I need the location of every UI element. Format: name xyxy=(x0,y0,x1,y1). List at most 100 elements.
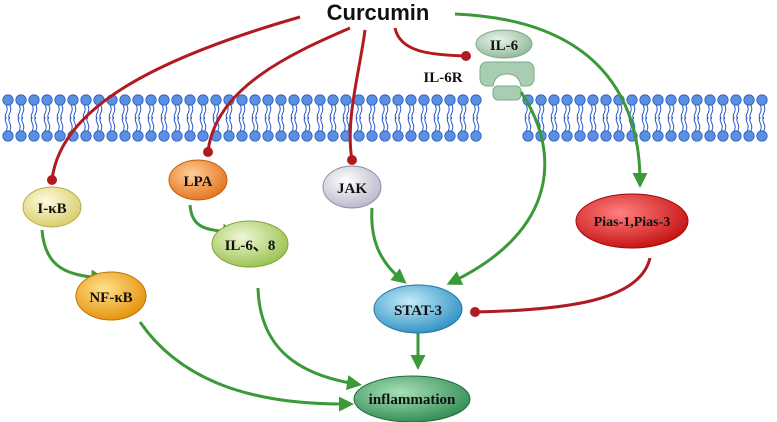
membrane-head xyxy=(457,130,469,142)
membrane-tail xyxy=(47,104,51,120)
membrane-head xyxy=(405,130,417,142)
pathway-edges xyxy=(40,12,652,412)
membrane-tail xyxy=(667,116,671,132)
membrane-tail xyxy=(680,116,684,132)
membrane-head xyxy=(158,94,170,106)
membrane-head xyxy=(470,130,482,142)
membrane-head xyxy=(444,130,456,142)
membrane-tail xyxy=(121,116,125,132)
membrane-head xyxy=(574,94,586,106)
membrane-head xyxy=(470,94,482,106)
membrane-tail xyxy=(606,116,610,132)
membrane-head xyxy=(535,94,547,106)
membrane-tail xyxy=(212,104,216,120)
membrane-tail xyxy=(671,116,675,132)
membrane-tail xyxy=(359,104,363,120)
membrane-head xyxy=(587,94,599,106)
membrane-tail xyxy=(619,104,623,120)
membrane-tail xyxy=(307,116,311,132)
membrane-tail xyxy=(723,116,727,132)
membrane-tail xyxy=(606,104,610,120)
edge-curcumin-to-jak xyxy=(348,29,367,161)
membrane-head xyxy=(561,94,573,106)
membrane-head xyxy=(418,94,430,106)
membrane-tail xyxy=(407,104,411,120)
membrane-head xyxy=(119,94,131,106)
membrane-head xyxy=(28,94,40,106)
membrane-tail xyxy=(177,116,181,132)
membrane-head xyxy=(691,130,703,142)
membrane-tail xyxy=(394,116,398,132)
membrane-head xyxy=(548,94,560,106)
membrane-tail xyxy=(745,104,749,120)
membrane-head xyxy=(366,130,378,142)
membrane-head xyxy=(197,130,209,142)
membrane-tail xyxy=(125,104,129,120)
membrane-head xyxy=(145,94,157,106)
membrane-tail xyxy=(658,104,662,120)
membrane-tail xyxy=(576,104,580,120)
node-jak: JAK xyxy=(322,165,382,209)
membrane-tail xyxy=(420,116,424,132)
membrane-tail xyxy=(121,104,125,120)
membrane-tail xyxy=(398,116,402,132)
membrane-tail xyxy=(710,104,714,120)
membrane-tail xyxy=(528,116,532,132)
membrane-tail xyxy=(8,116,12,132)
membrane-tail xyxy=(69,116,73,132)
membrane-tail xyxy=(238,104,242,120)
membrane-tail xyxy=(758,104,762,120)
membrane-head xyxy=(691,94,703,106)
membrane-tail xyxy=(229,104,233,120)
membrane-head xyxy=(561,130,573,142)
membrane-head xyxy=(678,130,690,142)
membrane-tail xyxy=(186,104,190,120)
membrane-tail xyxy=(160,104,164,120)
membrane-head xyxy=(613,130,625,142)
membrane-tail xyxy=(645,116,649,132)
membrane-head xyxy=(665,130,677,142)
membrane-head xyxy=(704,94,716,106)
node-stat3-label: STAT-3 xyxy=(394,303,442,319)
membrane-tail xyxy=(446,104,450,120)
membrane-head xyxy=(275,130,287,142)
membrane-tail xyxy=(524,104,528,120)
il6-receptor xyxy=(479,61,535,101)
membrane-tail xyxy=(762,116,766,132)
membrane-tail xyxy=(108,116,112,132)
membrane-tail xyxy=(316,116,320,132)
node-inflammation-label: inflammation xyxy=(369,392,456,408)
membrane-tail xyxy=(277,116,281,132)
membrane-head xyxy=(132,130,144,142)
membrane-tail xyxy=(381,104,385,120)
membrane-tail xyxy=(550,116,554,132)
membrane-tail xyxy=(43,104,47,120)
cell-membrane xyxy=(2,94,768,142)
membrane-tail xyxy=(433,116,437,132)
membrane-head xyxy=(626,94,638,106)
membrane-tail xyxy=(69,104,73,120)
membrane-tail xyxy=(86,116,90,132)
membrane-head xyxy=(639,94,651,106)
membrane-tail xyxy=(251,116,255,132)
membrane-tail xyxy=(34,104,38,120)
membrane-tail xyxy=(186,116,190,132)
membrane-head xyxy=(704,130,716,142)
membrane-head xyxy=(41,94,53,106)
pathway-nodes: IL-6 I-κB LPA JAK Pias-1,Pias-3 IL-6、8 xyxy=(22,29,689,422)
membrane-head xyxy=(327,94,339,106)
membrane-head xyxy=(184,130,196,142)
membrane-head xyxy=(262,130,274,142)
membrane-tail xyxy=(524,116,528,132)
membrane-tail xyxy=(580,104,584,120)
membrane-head xyxy=(418,130,430,142)
membrane-tail xyxy=(433,104,437,120)
membrane-tail xyxy=(30,116,34,132)
membrane-tail xyxy=(680,104,684,120)
edge-curcumin-to-lpa xyxy=(206,26,351,153)
membrane-head xyxy=(106,130,118,142)
membrane-head xyxy=(288,130,300,142)
membrane-head xyxy=(2,94,14,106)
